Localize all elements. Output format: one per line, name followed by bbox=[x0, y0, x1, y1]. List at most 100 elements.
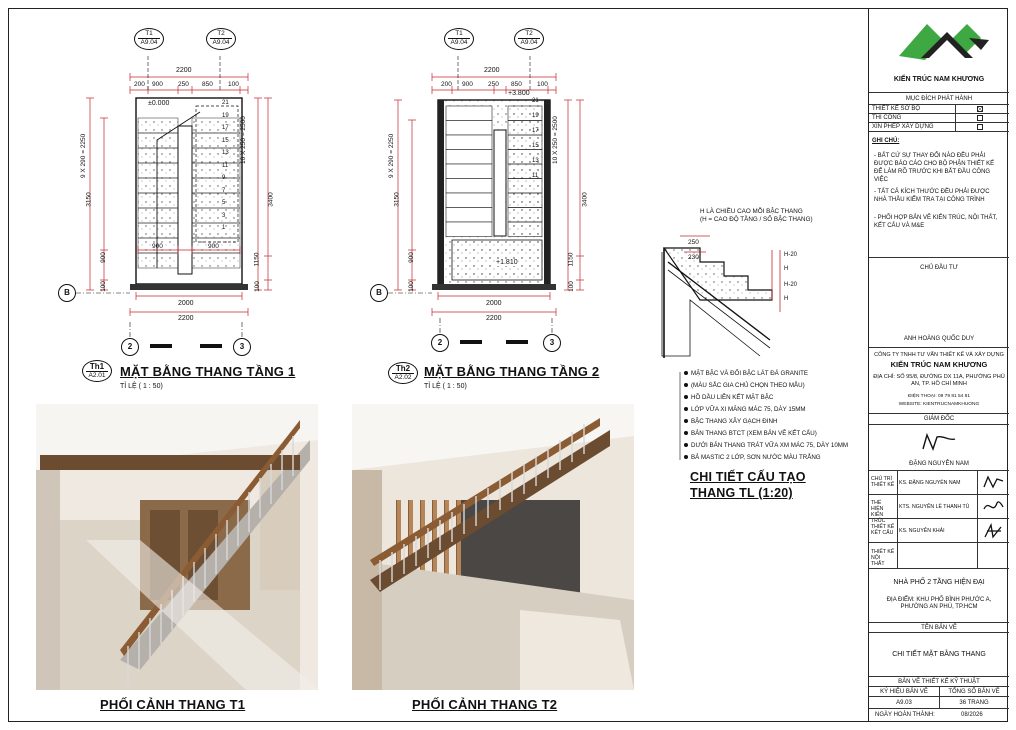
dim-seg: 250 bbox=[488, 81, 499, 88]
detail-dim: 250 bbox=[688, 239, 699, 246]
stair-tread bbox=[137, 207, 179, 224]
note-item: (MÀU SẮC GIA CHỦ CHỌN THEO MẪU) bbox=[684, 380, 848, 392]
note-item: BẢN THANG BTCT (XEM BẢN VẼ KẾT CẤU) bbox=[684, 428, 848, 440]
step-number: 21 bbox=[222, 100, 229, 106]
step-number: 19 bbox=[532, 113, 539, 119]
dim-right: 100 bbox=[253, 281, 261, 292]
stair-tread bbox=[191, 222, 241, 239]
stair-tread bbox=[191, 132, 241, 149]
total-label: TỔNG SỐ BẢN VẼ bbox=[948, 689, 1000, 695]
owner-section: CHỦ ĐẦU TƯ ANH HOÀNG QUỐC DUY bbox=[869, 257, 1009, 347]
axis-mark bbox=[460, 340, 482, 344]
director-header: GIÁM ĐỐC bbox=[869, 413, 1009, 424]
dim-seg: 200 bbox=[441, 81, 452, 88]
stair-tread bbox=[137, 162, 179, 179]
step-number: 17 bbox=[222, 125, 229, 131]
dim-right: 10 X 250 = 2500 bbox=[552, 116, 559, 164]
dim-overall: 2200 bbox=[176, 67, 192, 74]
company-full: CÔNG TY TNHH TƯ VẤN THIẾT KẾ VÀ XÂY DỰNG bbox=[874, 352, 1004, 358]
dim-seg: 900 bbox=[462, 81, 473, 88]
axis-bubble-2: 2 bbox=[121, 338, 139, 356]
date-row: NGÀY HOÀN THÀNH: 08/2026 bbox=[869, 708, 1009, 722]
step-number: 11 bbox=[222, 162, 229, 169]
step-number: 3 bbox=[222, 212, 226, 219]
step-number: 7 bbox=[222, 187, 226, 194]
drawing-name: CHI TIẾT MẶT BẰNG THANG bbox=[869, 632, 1009, 676]
owner-header: CHỦ ĐẦU TƯ bbox=[920, 265, 958, 271]
staff-row: CHỦ TRÌ THIẾT KẾ KS. ĐẶNG NGUYÊN NAM bbox=[869, 470, 1009, 494]
director-name: ĐẶNG NGUYÊN NAM bbox=[909, 461, 969, 467]
note-item: HỒ DẦU LIÊN KẾT MẶT BẬC bbox=[684, 392, 848, 404]
dim-seg: 850 bbox=[511, 81, 522, 88]
detail-note-header: (H = CAO ĐỘ TẦNG / SỐ BẬC THANG) bbox=[700, 216, 813, 223]
stair-tread bbox=[445, 163, 493, 179]
company-website: WEBSITE: KIENTRUCNAMKHUONG bbox=[898, 402, 980, 407]
detail-dim: H bbox=[784, 296, 789, 302]
plan-title: MẶT BẰNG THANG TẦNG 2 bbox=[424, 364, 600, 379]
stair-tread bbox=[507, 221, 543, 237]
step-number: 19 bbox=[222, 112, 229, 119]
divider bbox=[897, 470, 898, 568]
step-number: 13 bbox=[222, 150, 229, 156]
step-number: 15 bbox=[532, 143, 539, 149]
total-value: 36 TRANG bbox=[959, 700, 989, 706]
plan-scale: TỈ LỆ ( 1 : 50) bbox=[120, 383, 163, 390]
detail-dim: H bbox=[784, 266, 789, 272]
axis-bubble-b: B bbox=[58, 284, 76, 302]
detail-note-header: H LÀ CHIỀU CAO MỖI BẬC THANG bbox=[700, 208, 803, 215]
dim-left: 900 bbox=[407, 252, 415, 263]
purpose-label: THIẾT KẾ SƠ BỘ bbox=[872, 106, 921, 112]
date-label: NGÀY HOÀN THÀNH: bbox=[875, 712, 935, 718]
staff-row: THIẾT KẾ KẾT CẤU KS. NGUYỄN KHẢI bbox=[869, 518, 1009, 542]
step-number: 11 bbox=[532, 173, 539, 179]
render-stair-t2 bbox=[352, 404, 634, 690]
notes-header: GHI CHÚ: bbox=[872, 138, 900, 144]
company-address: ĐỊA CHỈ: SỐ 95/8, ĐƯỜNG DX 11A, PHƯỜNG P… bbox=[873, 374, 1005, 387]
plan-floor-1 bbox=[130, 97, 248, 290]
detail-title: CHI TIẾT CẤU TẠO bbox=[690, 470, 806, 484]
dim-bottom: 2000 bbox=[486, 300, 502, 307]
detail-dim: H-20 bbox=[784, 252, 798, 258]
note-item: BẬC THANG XÂY GẠCH ĐINH bbox=[684, 416, 848, 428]
detail-dim: H-20 bbox=[784, 282, 798, 288]
dim-bottom: 2200 bbox=[178, 315, 194, 322]
purpose-label: XIN PHÉP XÂY DỰNG bbox=[872, 124, 934, 130]
staff-name: KS. NGUYỄN KHẢI bbox=[899, 528, 945, 534]
stair-tread bbox=[191, 252, 241, 269]
stair-tread bbox=[191, 207, 241, 224]
company-name: KIẾN TRÚC NAM KHƯƠNG bbox=[890, 360, 988, 369]
dim-inner: 900 bbox=[152, 243, 163, 250]
dim-right: 1150 bbox=[567, 252, 575, 267]
project-section: NHÀ PHỐ 2 TẦNG HIỆN ĐẠI ĐỊA ĐIỂM: KHU PH… bbox=[869, 568, 1009, 622]
stair-tread bbox=[191, 192, 241, 209]
plan-floor-2 bbox=[432, 99, 556, 290]
purpose-row: XIN PHÉP XÂY DỰNG bbox=[869, 122, 1009, 131]
checkbox[interactable] bbox=[977, 115, 983, 121]
plan-tag: Th1 A2.01 bbox=[82, 360, 112, 382]
company-phone: ĐIỆN THOẠI: 09 79 81 54 81 bbox=[907, 394, 971, 399]
step-number: 9 bbox=[222, 175, 226, 181]
note: - PHỐI HỢP BẢN VẼ KIẾN TRÚC, NỘI THẤT, K… bbox=[874, 215, 998, 229]
divider bbox=[955, 104, 956, 131]
logo-area: KIẾN TRÚC NAM KHƯƠNG bbox=[869, 8, 1009, 92]
wood-slat bbox=[456, 500, 461, 610]
signature-icon bbox=[983, 501, 1004, 510]
step-number: 5 bbox=[222, 200, 226, 206]
note: - TẤT CẢ KÍCH THƯỚC ĐỀU PHẢI ĐƯỢC NHÀ TH… bbox=[874, 189, 990, 203]
dim-seg: 100 bbox=[228, 81, 239, 88]
checkbox[interactable] bbox=[977, 124, 983, 130]
stair-tread bbox=[137, 177, 179, 194]
plan-title: MẶT BẰNG THANG TẦNG 1 bbox=[120, 364, 296, 379]
stair-tread bbox=[137, 147, 179, 164]
dim-left: 900 bbox=[99, 252, 107, 263]
dim-right: 3400 bbox=[581, 192, 589, 207]
project-name: NHÀ PHỐ 2 TẦNG HIỆN ĐẠI bbox=[893, 579, 985, 586]
stair-tread bbox=[137, 192, 179, 209]
checkbox-checked[interactable] bbox=[977, 106, 983, 112]
dim-bottom: 2200 bbox=[486, 315, 502, 322]
stair-tread bbox=[445, 134, 493, 150]
dim-bottom: 2000 bbox=[178, 300, 194, 307]
stair-tread bbox=[445, 149, 493, 165]
